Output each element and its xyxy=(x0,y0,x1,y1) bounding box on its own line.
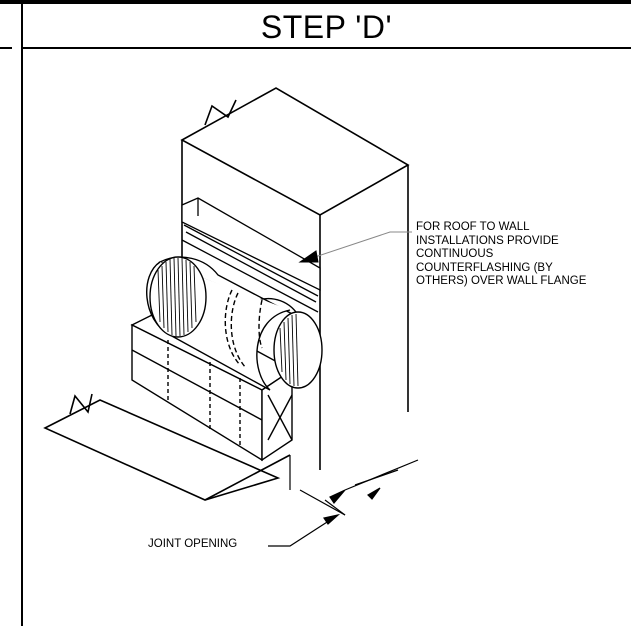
callout-line-4: COUNTERFLASHING (BY xyxy=(416,261,553,274)
callout-line-1: FOR ROOF TO WALL xyxy=(416,221,530,233)
callout-line-3: CONTINUOUS xyxy=(416,248,494,260)
roof-deck xyxy=(43,393,291,501)
joint-opening-dimension xyxy=(268,455,419,547)
callout-leader xyxy=(298,231,412,263)
callout-line-2: INSTALLATIONS PROVIDE xyxy=(416,234,559,247)
flashing-callout-note: FOR ROOF TO WALL INSTALLATIONS PROVIDE C… xyxy=(416,221,631,289)
callout-line-5: OTHERS) OVER WALL FLANGE xyxy=(416,275,587,287)
wall xyxy=(180,87,410,470)
wall-flange xyxy=(181,197,321,313)
step-title: STEP 'D' xyxy=(260,9,393,45)
seal-cylinder xyxy=(146,256,323,391)
joint-opening-label: JOINT OPENING xyxy=(148,538,238,550)
